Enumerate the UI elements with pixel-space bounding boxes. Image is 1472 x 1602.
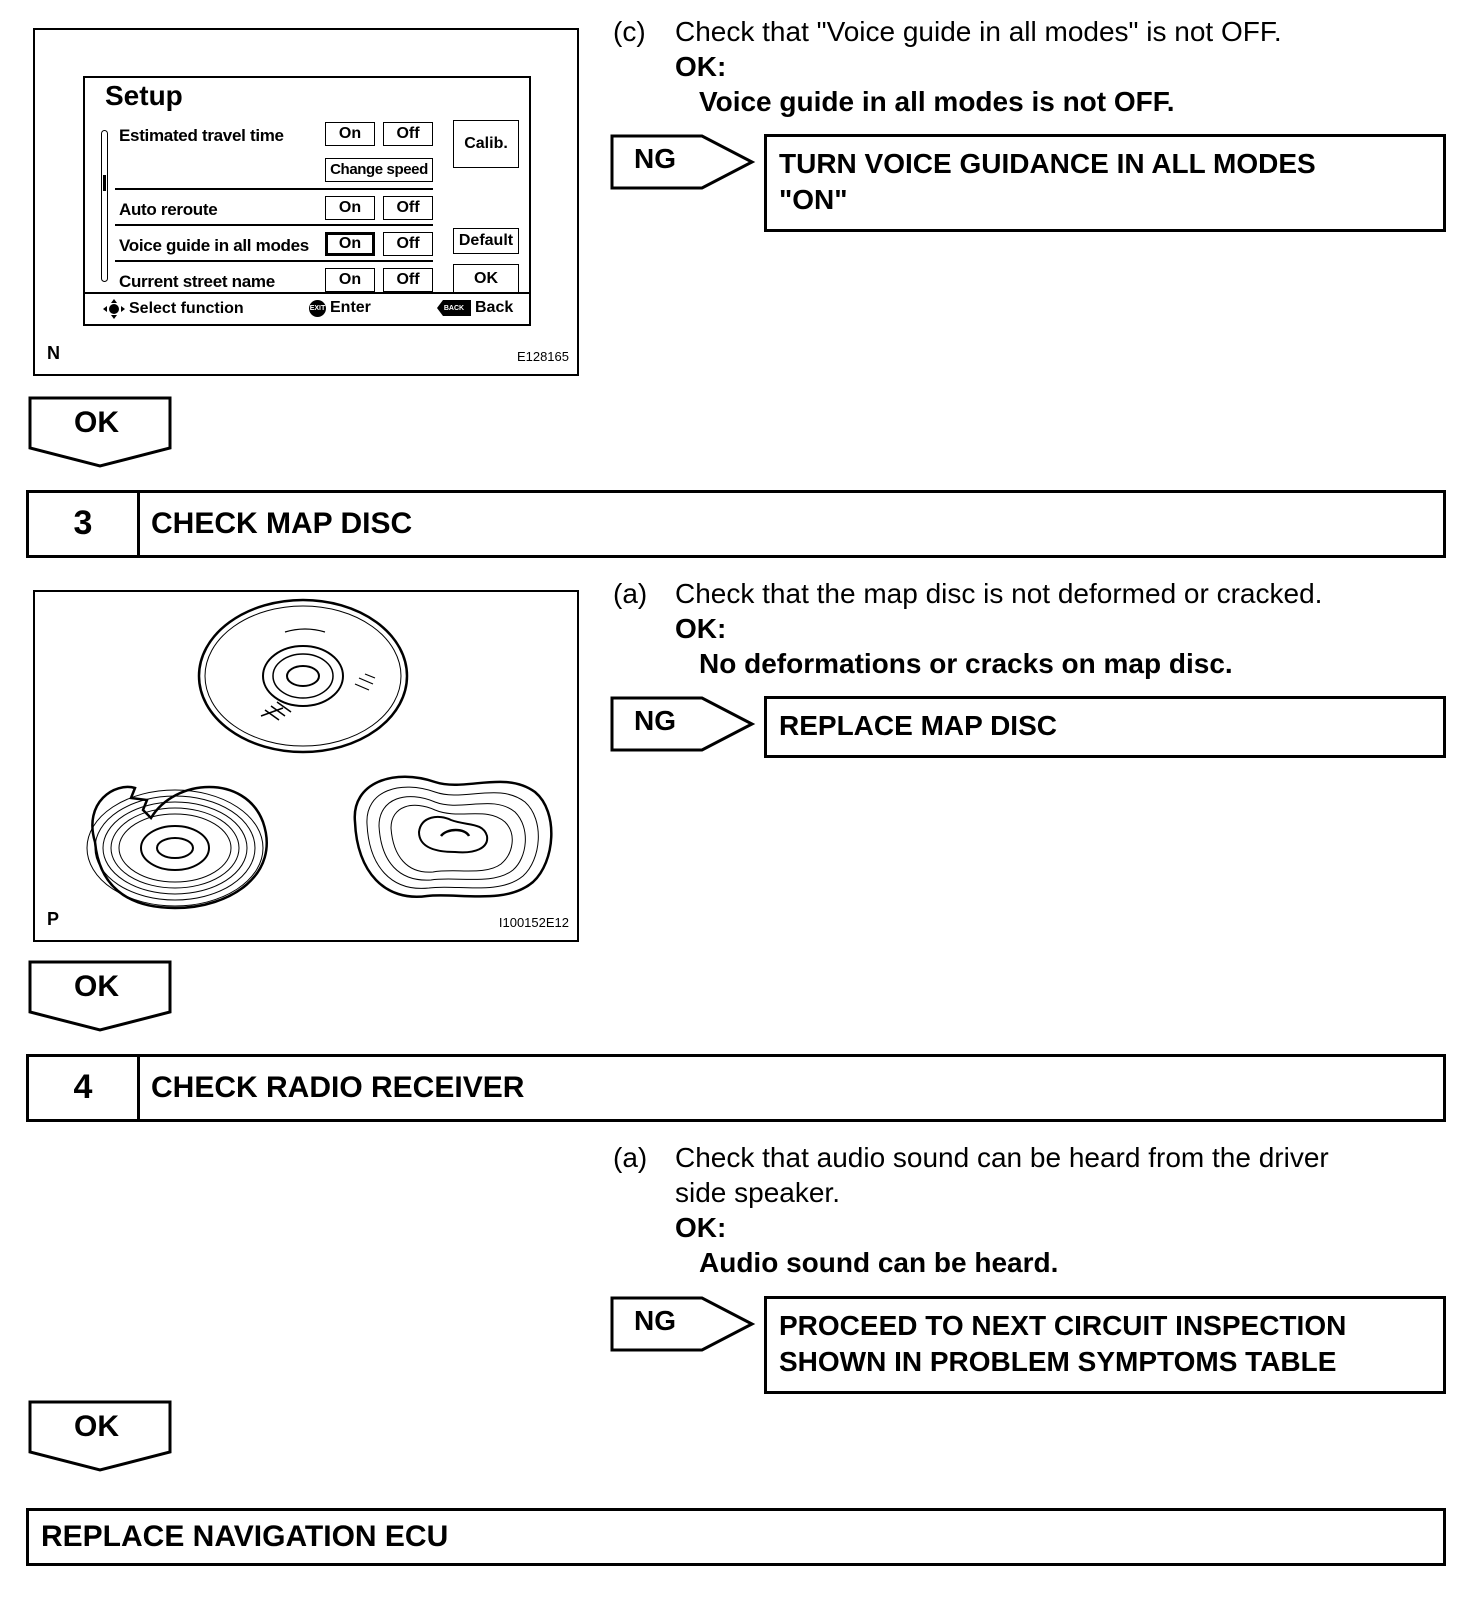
change-speed-button[interactable]: Change speed: [325, 158, 433, 182]
ok-arrow-shape: [28, 396, 172, 468]
row-label-estimated-travel-time: Estimated travel time: [119, 126, 284, 145]
setup-title: Setup: [105, 80, 183, 111]
estimated-travel-off-button[interactable]: Off: [383, 122, 433, 146]
figure-code: I100152E12: [498, 915, 569, 930]
voice-guide-off-button[interactable]: Off: [383, 232, 433, 256]
joystick-icon: [103, 299, 125, 319]
ok-arrow: OK: [28, 396, 172, 468]
ok-arrow: OK: [28, 1400, 172, 1472]
back-label: Back: [475, 299, 514, 316]
check-voice-guide-instruction: (c) Check that "Voice guide in all modes…: [613, 14, 1443, 124]
row-label-current-street-name: Current street name: [119, 272, 275, 291]
back-hint: BACK Back: [437, 299, 513, 317]
calib-button[interactable]: Calib.: [453, 120, 519, 168]
figure-letter: N: [47, 343, 60, 363]
deformed-disc-drawing: [353, 775, 553, 899]
check-text: Check that "Voice guide in all modes" is…: [675, 16, 1282, 47]
check-radio-receiver-instruction: (a) Check that audio sound can be heard …: [613, 1140, 1443, 1285]
ok-criteria-text: No deformations or cracks on map disc.: [699, 648, 1233, 679]
ok-criteria-label: OK:: [675, 613, 727, 644]
auto-reroute-on-button[interactable]: On: [325, 196, 375, 220]
enter-hint: EXIT Enter: [309, 299, 371, 317]
street-name-off-button[interactable]: Off: [383, 268, 433, 292]
street-name-on-button[interactable]: On: [325, 268, 375, 292]
ok-arrow-label: OK: [74, 406, 119, 439]
ng-label: NG: [634, 143, 676, 174]
item-label: (a): [613, 578, 648, 609]
setup-footer: Select function EXIT Enter BACK Back: [85, 292, 529, 324]
ng-result-box: TURN VOICE GUIDANCE IN ALL MODES "ON": [764, 134, 1446, 232]
enter-label: Enter: [330, 299, 371, 316]
scrollbar-thumb: [103, 175, 106, 191]
voice-guide-on-button[interactable]: On: [325, 232, 375, 256]
step-title: CHECK MAP DISC: [151, 507, 413, 540]
ok-criteria-text: Voice guide in all modes is not OFF.: [699, 86, 1175, 117]
figure-letter: P: [47, 909, 60, 929]
row-divider: [115, 260, 433, 262]
step-number: 4: [29, 1057, 140, 1119]
ng-label: NG: [634, 705, 676, 736]
back-icon: BACK: [437, 300, 471, 316]
figure-code: E128165: [516, 349, 569, 364]
ok-arrow: OK: [28, 960, 172, 1032]
scrollbar: [101, 130, 108, 282]
check-map-disc-instruction: (a) Check that the map disc is not defor…: [613, 576, 1443, 686]
ng-arrow: NG: [610, 696, 756, 752]
estimated-travel-on-button[interactable]: On: [325, 122, 375, 146]
ok-criteria-label: OK:: [675, 51, 727, 82]
ok-arrow-label: OK: [74, 1410, 119, 1443]
check-text-line-1: Check that audio sound can be heard from…: [675, 1142, 1329, 1173]
ng-arrow: NG: [610, 134, 756, 190]
default-button[interactable]: Default: [453, 228, 519, 254]
ok-criteria-text: Audio sound can be heard.: [699, 1247, 1059, 1278]
step-3-header: 3 CHECK MAP DISC: [26, 490, 1446, 558]
ng-label: NG: [634, 1305, 676, 1336]
setup-screen-figure: Setup Estimated travel time On Off Chang…: [33, 28, 579, 376]
cracked-disc-drawing: [86, 785, 268, 910]
ng-result-box: REPLACE MAP DISC: [764, 696, 1446, 758]
ok-button[interactable]: OK: [453, 264, 519, 294]
ok-arrow-shape: [28, 960, 172, 1032]
select-function-hint: Select function: [103, 299, 244, 319]
final-action-box: REPLACE NAVIGATION ECU: [26, 1508, 1446, 1566]
auto-reroute-off-button[interactable]: Off: [383, 196, 433, 220]
row-divider: [115, 224, 433, 226]
ok-criteria-label: OK:: [675, 1212, 727, 1243]
ng-arrow-shape: [610, 696, 756, 752]
map-disc-illustration: [86, 598, 553, 910]
map-disc-figure: P I100152E12: [33, 590, 579, 942]
step-number: 3: [29, 493, 140, 555]
check-text-line-2: side speaker.: [675, 1177, 840, 1208]
ng-arrow-shape: [610, 1296, 756, 1352]
step-title: CHECK RADIO RECEIVER: [151, 1071, 525, 1104]
ok-arrow-shape: [28, 1400, 172, 1472]
ng-arrow: NG: [610, 1296, 756, 1352]
ok-arrow-label: OK: [74, 970, 119, 1003]
row-label-auto-reroute: Auto reroute: [119, 200, 218, 219]
enter-icon: EXIT: [309, 299, 326, 317]
step-4-header: 4 CHECK RADIO RECEIVER: [26, 1054, 1446, 1122]
select-function-label: Select function: [129, 300, 244, 317]
intact-disc-drawing: [197, 598, 409, 754]
ng-arrow-shape: [610, 134, 756, 190]
row-divider: [115, 188, 433, 190]
setup-screen: Setup Estimated travel time On Off Chang…: [83, 76, 531, 326]
item-label: (c): [613, 16, 646, 47]
row-label-voice-guide: Voice guide in all modes: [119, 236, 309, 255]
check-text: Check that the map disc is not deformed …: [675, 578, 1323, 609]
item-label: (a): [613, 1142, 648, 1173]
ng-result-box: PROCEED TO NEXT CIRCUIT INSPECTION SHOWN…: [764, 1296, 1446, 1394]
